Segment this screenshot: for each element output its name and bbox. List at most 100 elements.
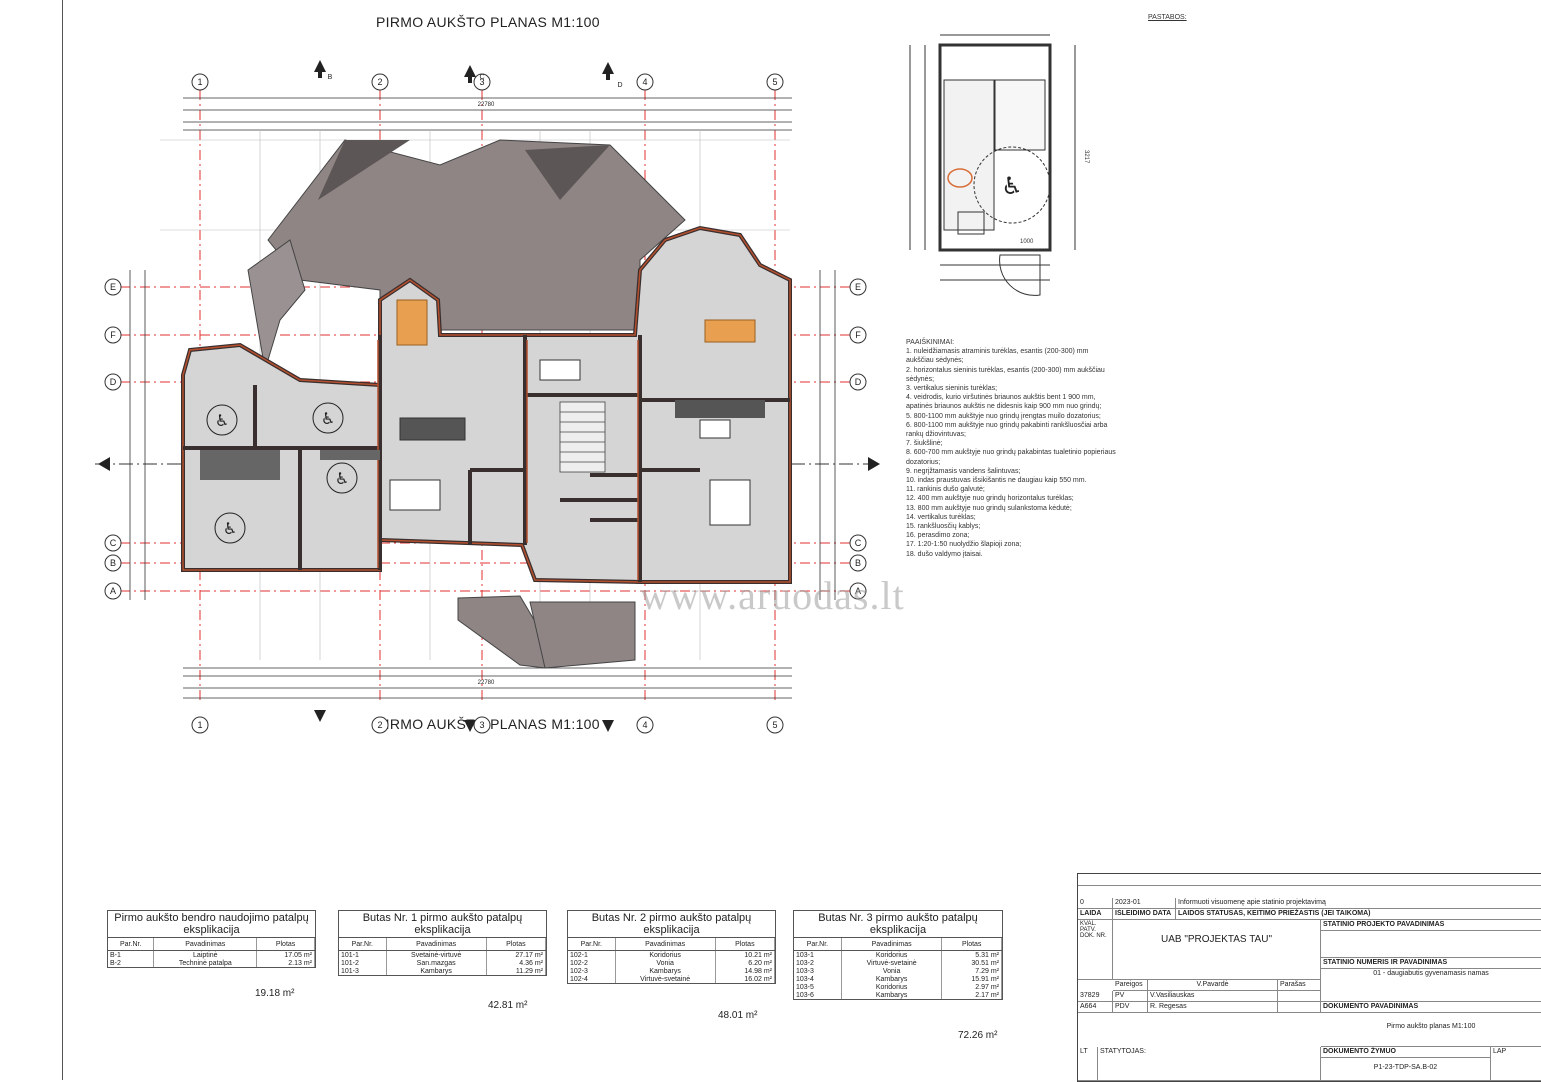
- axis-label: F: [110, 330, 116, 340]
- table-cell: 4.36 m²: [486, 959, 547, 967]
- table-cell: 103-1: [794, 950, 842, 959]
- table-header: Pavadinimas: [841, 938, 943, 951]
- axis-label: 3: [479, 77, 484, 87]
- table-header: Pavadinimas: [386, 938, 487, 951]
- axis-label: E: [855, 282, 861, 292]
- explication-table: Butas Nr. 1 pirmo aukšto patalpų eksplik…: [338, 910, 547, 976]
- table-cell: 15.91 m²: [941, 975, 1002, 983]
- table-header: Plotas: [715, 938, 776, 951]
- table-cell: 5.31 m²: [941, 950, 1002, 959]
- table-cell: 11.29 m²: [486, 967, 547, 975]
- legend-item: 1. nuleidžiamasis atraminis turėklas, es…: [906, 348, 1089, 365]
- table-header: Plotas: [941, 938, 1002, 951]
- stamp-sheet: LAP: [1491, 1047, 1541, 1081]
- table-cell: Vonia: [841, 967, 943, 975]
- table-cell: 2.13 m²: [256, 959, 315, 967]
- axis-label: E: [110, 282, 116, 292]
- section-mark: D: [617, 82, 622, 89]
- stamp-label-isleidimo: IŠLEIDIMO DATA: [1113, 909, 1176, 920]
- legend-block: PAAIŠKINIMAI: 1. nuleidžiamasis atramini…: [906, 338, 1116, 559]
- table-header: Plotas: [486, 938, 547, 951]
- stamp-object-name: 01 - daugiabutis gyvenamasis namas: [1321, 969, 1541, 1002]
- table-cell: Virtuvė-svetainė: [841, 959, 943, 967]
- stamp-label-pareigos: Pareigos: [1113, 980, 1148, 991]
- axis-label: D: [110, 377, 117, 387]
- notes-block: PASTABOS:: [1148, 14, 1533, 679]
- axis-label: B: [855, 558, 861, 568]
- table-cell: 2.17 m²: [941, 991, 1002, 999]
- stamp-row2-code: A664: [1078, 1002, 1113, 1013]
- axis-label: C: [855, 538, 862, 548]
- legend-item: 4. veidrodis, kurio viršutinės briaunos …: [906, 394, 1102, 411]
- axis-label: C: [110, 538, 117, 548]
- legend-item: 18. dušo valdymo įtaisai.: [906, 550, 983, 558]
- table-cell: Vonia: [615, 959, 716, 967]
- table-cell: 7.29 m²: [941, 967, 1002, 975]
- stamp-doc-code: P1-23-TDP-SA.B-02: [1321, 1058, 1491, 1081]
- table-cell: 102-2: [568, 959, 616, 967]
- stamp-project-name: [1321, 931, 1541, 958]
- explication-table: Butas Nr. 2 pirmo aukšto patalpų eksplik…: [567, 910, 776, 984]
- axis-label: 1: [197, 720, 202, 730]
- legend-item: 7. šiukšlinė;: [906, 440, 943, 448]
- legend-item: 16. perasdimo zona;: [906, 532, 970, 540]
- stamp-label-kval: KVAL. PATV. DOK. NR.: [1078, 920, 1113, 980]
- table-cell: B-2: [108, 959, 155, 967]
- explication-title: Butas Nr. 1 pirmo aukšto patalpų eksplik…: [339, 911, 546, 938]
- stamp-statytojas: STATYTOJAS:: [1098, 1047, 1321, 1081]
- table-cell: Koridorius: [841, 983, 943, 991]
- legend-item: 14. vertikalus turėklas;: [906, 513, 976, 521]
- table-header: Plotas: [256, 938, 315, 951]
- axis-label: A: [110, 586, 116, 596]
- table-header: Pavadinimas: [615, 938, 716, 951]
- stamp-label-status: LAIDOS STATUSAS, KEITIMO PRIEŽASTIS (JEI…: [1176, 909, 1541, 920]
- overall-dimension: 22780: [478, 102, 495, 108]
- table-cell: 14.98 m²: [715, 967, 776, 975]
- stamp-company: UAB "PROJEKTAS TAU": [1113, 920, 1321, 980]
- table-header: Par.Nr.: [568, 938, 616, 951]
- table-header: Par.Nr.: [108, 938, 155, 951]
- table-cell: Kambarys: [841, 975, 943, 983]
- table-cell: Svetainė-virtuvė: [386, 950, 487, 959]
- table-cell: 16.02 m²: [715, 975, 776, 983]
- table-cell: 102-4: [568, 975, 616, 983]
- svg-text:♿: ♿: [223, 519, 237, 538]
- stamp-company-name: UAB "PROJEKTAS TAU": [1160, 934, 1272, 945]
- table-header: Par.Nr.: [794, 938, 842, 951]
- svg-text:♿: ♿: [1001, 172, 1023, 200]
- legend-item: 6. 800-1100 mm aukštyje nuo grindų pakab…: [906, 421, 1108, 439]
- table-cell: 30.51 m²: [941, 959, 1002, 967]
- svg-text:♿: ♿: [335, 469, 349, 488]
- table-cell: B-1: [108, 950, 155, 959]
- table-cell: Koridorius: [615, 950, 716, 959]
- stamp-rev-no: 0: [1078, 898, 1113, 909]
- table-cell: 17.05 m²: [256, 950, 315, 959]
- axis-label: 1: [197, 77, 202, 87]
- stamp-label-laida: LAIDA: [1078, 909, 1113, 920]
- legend-item: 12. 400 mm aukštyje nuo grindų horizonta…: [906, 495, 1074, 503]
- stamp-label-doc-code: DOKUMENTO ŽYMUO: [1321, 1047, 1491, 1058]
- legend-item: 8. 600-700 mm aukštyje nuo grindų pakabi…: [906, 449, 1116, 466]
- explication-title: Butas Nr. 3 pirmo aukšto patalpų eksplik…: [794, 911, 1002, 938]
- explication-total: 48.01 m²: [718, 1010, 758, 1021]
- legend-item: 15. rankšluosčių kablys;: [906, 523, 981, 531]
- stamp-row1-name: V.Vasiliauskas: [1148, 991, 1278, 1002]
- axis-label: D: [855, 377, 862, 387]
- table-cell: Kambarys: [386, 967, 487, 975]
- table-cell: 27.17 m²: [486, 950, 547, 959]
- stamp-label-project: STATINIO PROJEKTO PAVADINIMAS: [1321, 920, 1541, 931]
- stamp-row2-role: PDV: [1113, 1002, 1148, 1013]
- legend-item: 11. rankinis dušo galvutė;: [906, 486, 985, 494]
- explication-total: 42.81 m²: [488, 1000, 528, 1011]
